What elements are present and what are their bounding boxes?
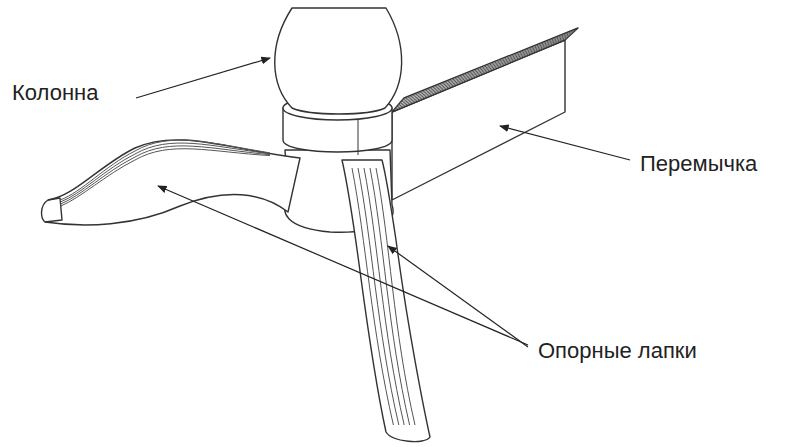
leader-line [500, 126, 630, 160]
part-label: Опорные лапки [538, 338, 697, 364]
crossbar [392, 28, 578, 200]
part-label: Перемычка [640, 151, 757, 177]
leader-line [388, 246, 528, 347]
leader-line [136, 58, 270, 98]
support-foot-front [342, 160, 430, 442]
support-foot-left [42, 140, 300, 225]
leader-line [158, 186, 528, 345]
column [275, 8, 402, 114]
part-label: Колонна [12, 80, 98, 106]
